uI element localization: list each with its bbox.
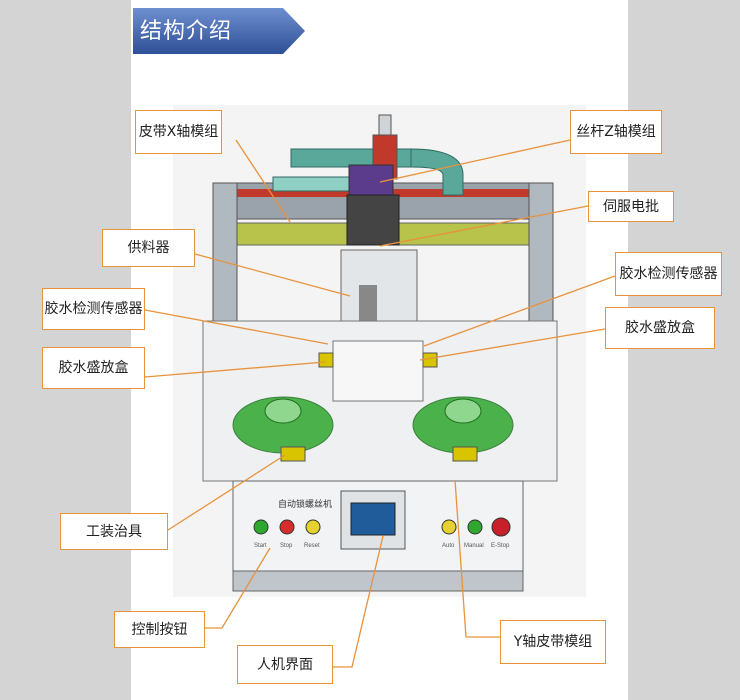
machine-foot xyxy=(232,570,524,592)
driver-body xyxy=(346,194,400,246)
fixture-right-clamp xyxy=(452,446,478,462)
btn-estop-label: E-Stop xyxy=(491,543,510,549)
btn-auto-label: Auto xyxy=(442,543,455,549)
hmi-screen xyxy=(350,502,396,536)
btn-reset-led xyxy=(305,519,321,535)
btn-manual-label: Manual xyxy=(464,543,484,549)
callout-hmi: 人机界面 xyxy=(237,645,333,684)
btn-auto-led xyxy=(441,519,457,535)
glue-box-right xyxy=(422,352,438,368)
callout-glue-box-right: 胶水盛放盒 xyxy=(605,307,715,349)
callout-servo-driver: 伺服电批 xyxy=(588,191,674,222)
panel-nameplate: 自动锁螺丝机 xyxy=(278,498,332,509)
fixture-left-clamp xyxy=(280,446,306,462)
btn-reset-label: Reset xyxy=(304,543,320,549)
title-banner xyxy=(133,8,305,54)
callout-feeder: 供料器 xyxy=(102,229,195,267)
page-title: 结构介绍 xyxy=(140,19,233,44)
btn-manual-led xyxy=(467,519,483,535)
screwdriver-bit xyxy=(359,285,377,323)
center-plate xyxy=(332,340,424,402)
callout-control-buttons: 控制按钮 xyxy=(114,611,205,648)
callout-glue-sensor-right: 胶水检测传感器 xyxy=(615,252,722,296)
btn-stop-label: Stop xyxy=(280,543,293,549)
fixture-left-hub xyxy=(264,398,302,424)
btn-start-led xyxy=(253,519,269,535)
btn-estop xyxy=(491,517,511,537)
glue-box-left xyxy=(318,352,334,368)
callout-glue-box-left: 胶水盛放盒 xyxy=(42,347,145,389)
machine-illustration: 自动锁螺丝机 Start Stop Reset Auto Manual E-St… xyxy=(173,105,586,597)
callout-belt-x: 皮带X轴模组 xyxy=(135,110,222,154)
fixture-right-hub xyxy=(444,398,482,424)
callout-screw-z: 丝杆Z轴模组 xyxy=(570,110,662,154)
callout-glue-sensor-left: 胶水检测传感器 xyxy=(42,288,145,330)
callout-belt-y: Y轴皮带模组 xyxy=(500,620,606,664)
callout-fixture: 工装治具 xyxy=(60,513,168,550)
btn-stop-led xyxy=(279,519,295,535)
feeder-block xyxy=(340,249,418,333)
btn-start-label: Start xyxy=(254,543,267,549)
